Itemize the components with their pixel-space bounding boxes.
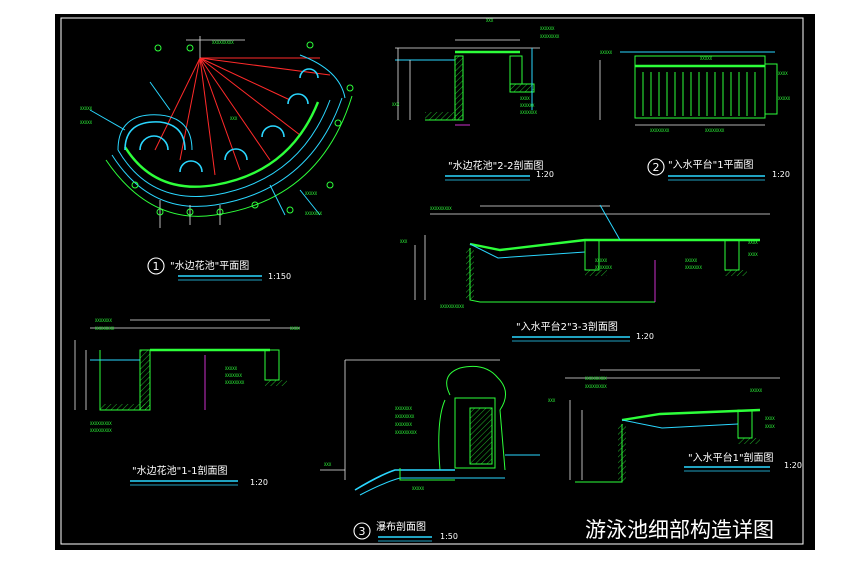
svg-text:XXXXX: XXXXX — [700, 56, 713, 61]
svg-text:XXXXXXXXX: XXXXXXXXX — [395, 430, 417, 435]
svg-text:XXXXXXX: XXXXXXX — [225, 373, 242, 378]
svg-text:XXX: XXX — [230, 116, 238, 121]
platform1-section-label: "入水平台1"剖面图 — [688, 451, 774, 464]
plan-scale: 1:150 — [268, 272, 291, 281]
svg-text:XXXXXXXX: XXXXXXXX — [650, 128, 670, 133]
plan-number-circle — [147, 257, 165, 275]
svg-text:XXX: XXX — [400, 239, 408, 244]
svg-text:XXXXXX: XXXXXX — [540, 26, 555, 31]
waterfall-label: 瀑布剖面图 — [376, 520, 426, 533]
platform1-section-drawing: XXXXXXXXX XXXXXXXXX XXXXX XXXX XXXX XXX — [548, 369, 780, 483]
svg-text:XXXX: XXXX — [520, 96, 530, 101]
svg-text:XXXX: XXXX — [778, 71, 788, 76]
platform1-plan-drawing: XXXXX XXXXX XXXX XXXXX XXXXXXXX XXXXXXXX — [599, 50, 791, 133]
svg-text:XXXXX: XXXXX — [778, 96, 791, 101]
svg-text:XXXXXXXX: XXXXXXXX — [225, 380, 245, 385]
svg-text:XXXX: XXXX — [765, 416, 775, 421]
platform1-plan-number-circle — [647, 158, 665, 176]
svg-text:XXXXXXX: XXXXXXX — [305, 211, 322, 216]
svg-text:XXX: XXX — [486, 18, 494, 23]
platform1-section-scale: 1:20 — [784, 461, 802, 470]
svg-text:XXXXXXX: XXXXXXX — [520, 110, 537, 115]
svg-text:XXXXXXX: XXXXXXX — [395, 422, 412, 427]
platform1-plan-number: 2 — [653, 161, 660, 174]
svg-text:XXXXX: XXXXX — [80, 106, 93, 111]
svg-text:XXXX: XXXX — [290, 326, 300, 331]
svg-text:XXXXXXXXX: XXXXXXXXX — [585, 384, 607, 389]
plan-drawing: XXXXXXXXX XXXXX XXXXX XXXXX XXXXXXX XXX — [80, 36, 354, 228]
svg-text:XXXXXX: XXXXXX — [520, 103, 535, 108]
svg-text:XXXXXXXXX: XXXXXXXXX — [212, 40, 234, 45]
svg-text:XXXXX: XXXXX — [412, 486, 425, 491]
svg-text:XXXXX: XXXXX — [685, 258, 698, 263]
section-22-drawing: XXXX XXXXXX XXXXXXX XXX XXXXXX XXXXXXXX … — [392, 18, 560, 126]
section-33-drawing: XXXXXXXXX XXXXX XXXXXXX XXXXX XXXXXXX XX… — [400, 204, 770, 309]
svg-text:XXXXXXXX: XXXXXXXX — [395, 414, 415, 419]
svg-text:XXXXXXX: XXXXXXX — [95, 318, 112, 323]
svg-text:XXXXX: XXXXX — [750, 388, 763, 393]
svg-text:XXXXXXX: XXXXXXX — [685, 265, 702, 270]
svg-text:XXXXXXXX: XXXXXXXX — [705, 128, 725, 133]
svg-text:XXXXXXX: XXXXXXX — [595, 265, 612, 270]
section-11-scale: 1:20 — [250, 478, 268, 487]
waterfall-drawing: XXXXXXX XXXXXXXX XXXXXXX XXXXXXXXX XXXXX… — [320, 359, 540, 496]
section-22-scale: 1:20 — [536, 170, 554, 179]
platform1-plan-scale: 1:20 — [772, 170, 790, 179]
svg-text:XXX: XXX — [548, 398, 556, 403]
sheet-border — [60, 17, 804, 545]
svg-text:XXXX: XXXX — [748, 240, 758, 245]
svg-text:XXXXXXXXX: XXXXXXXXX — [90, 428, 112, 433]
svg-text:XXXXXXXXX: XXXXXXXXX — [90, 421, 112, 426]
waterfall-scale: 1:50 — [440, 532, 458, 541]
svg-text:XXXX: XXXX — [748, 252, 758, 257]
section-11-drawing: XXXXXXX XXXXXXXX XXXXX XXXXXXX XXXXXXXX … — [74, 318, 300, 433]
waterfall-number: 3 — [359, 525, 366, 538]
plan-number: 1 — [153, 260, 160, 273]
drawing-title: 游泳池细部构造详图 — [585, 518, 774, 542]
plan-label: "水边花池"平面图 — [170, 259, 249, 272]
svg-text:XXXXXXXX: XXXXXXXX — [540, 34, 560, 39]
section-11-label: "水边花池"1-1剖面图 — [132, 464, 228, 477]
drawing-sheet — [55, 14, 815, 550]
svg-text:XXXXX: XXXXX — [305, 191, 318, 196]
svg-text:XXXX: XXXX — [765, 424, 775, 429]
svg-text:XXXXX: XXXXX — [225, 366, 238, 371]
svg-text:XXX: XXX — [392, 102, 400, 107]
svg-text:XXX: XXX — [324, 462, 332, 467]
svg-text:XXXXXXXX: XXXXXXXX — [95, 326, 115, 331]
svg-text:XXXXXXX: XXXXXXX — [395, 406, 412, 411]
svg-text:XXXXX: XXXXX — [80, 120, 93, 125]
platform1-plan-label: "入水平台"1平面图 — [668, 158, 754, 171]
section-22-label: "水边花池"2-2剖面图 — [448, 159, 544, 172]
svg-text:XXXXXXXXX: XXXXXXXXX — [585, 376, 607, 381]
svg-text:XXXXXXXXXX: XXXXXXXXXX — [440, 304, 465, 309]
section-33-label: "入水平台2"3-3剖面图 — [516, 320, 618, 333]
svg-text:XXXXXXXXX: XXXXXXXXX — [430, 206, 452, 211]
waterfall-number-circle — [353, 522, 371, 540]
svg-text:XXXXX: XXXXX — [595, 258, 608, 263]
section-33-scale: 1:20 — [636, 332, 654, 341]
svg-text:XXXXX: XXXXX — [600, 50, 613, 55]
